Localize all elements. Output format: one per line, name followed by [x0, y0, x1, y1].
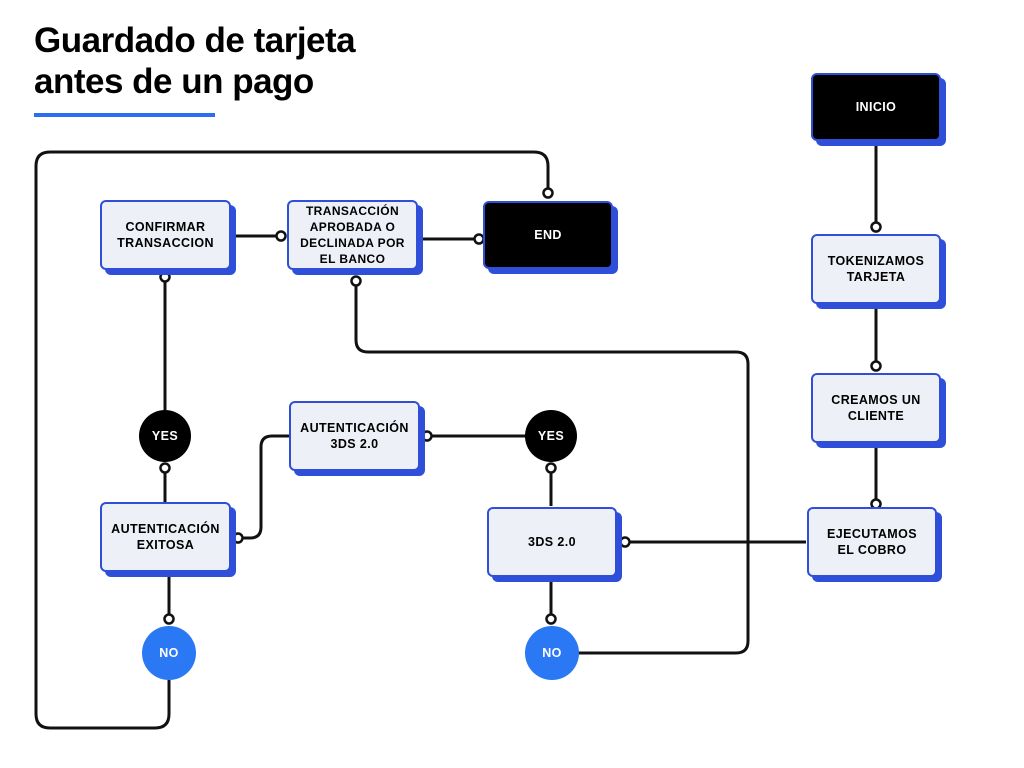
node-autenticacion-3ds-label: AUTENTICACIÓN 3DS 2.0: [300, 421, 409, 451]
node-3ds: 3DS 2.0: [487, 507, 617, 577]
node-ejecutamos-label: EJECUTAMOS EL COBRO: [827, 527, 917, 557]
node-transaccion-label: TRANSACCIÓN APROBADA O DECLINADA POR EL …: [300, 204, 405, 266]
decision-no-3ds: NO: [525, 626, 579, 680]
title-line-1: Guardado de tarjeta: [34, 21, 356, 60]
node-creamos-label: CREAMOS UN CLIENTE: [831, 393, 921, 423]
title-line-2: antes de un pago: [34, 62, 314, 101]
connector-no-transaccion: [354, 281, 750, 655]
node-ejecutamos-cobro: EJECUTAMOS EL COBRO: [807, 507, 937, 577]
title-underline: [34, 113, 215, 117]
node-autenticacion-exitosa-label: AUTENTICACIÓN EXITOSA: [111, 522, 220, 552]
node-transaccion-aprobada: TRANSACCIÓN APROBADA O DECLINADA POR EL …: [287, 200, 418, 270]
node-creamos-cliente: CREAMOS UN CLIENTE: [811, 373, 941, 443]
node-end: END: [483, 201, 613, 269]
node-tokenizamos-tarjeta: TOKENIZAMOS TARJETA: [811, 234, 941, 304]
node-autenticacion-3ds: AUTENTICACIÓN 3DS 2.0: [289, 401, 420, 471]
decision-yes-auth-label: YES: [151, 429, 179, 443]
node-inicio: INICIO: [811, 73, 941, 141]
decision-yes-auth: YES: [139, 410, 191, 462]
node-confirmar-label: CONFIRMAR TRANSACCION: [117, 220, 214, 250]
decision-yes-3ds-label: YES: [537, 429, 565, 443]
node-autenticacion-exitosa: AUTENTICACIÓN EXITOSA: [100, 502, 231, 572]
node-confirmar-transaccion: CONFIRMAR TRANSACCION: [100, 200, 231, 270]
decision-no-auth: NO: [142, 626, 196, 680]
connector-no-loop-end: [34, 150, 550, 730]
page-title: Guardado de tarjeta antes de un pago: [34, 20, 356, 102]
node-end-label: END: [534, 228, 562, 242]
node-inicio-label: INICIO: [855, 100, 897, 114]
decision-yes-3ds: YES: [525, 410, 577, 462]
connector-autenticacion3ds-exitosa: [238, 434, 289, 540]
decision-no-3ds-label: NO: [542, 646, 562, 660]
decision-no-auth-label: NO: [159, 646, 179, 660]
node-tokenizamos-label: TOKENIZAMOS TARJETA: [827, 254, 925, 284]
node-3ds-label: 3DS 2.0: [528, 535, 576, 549]
